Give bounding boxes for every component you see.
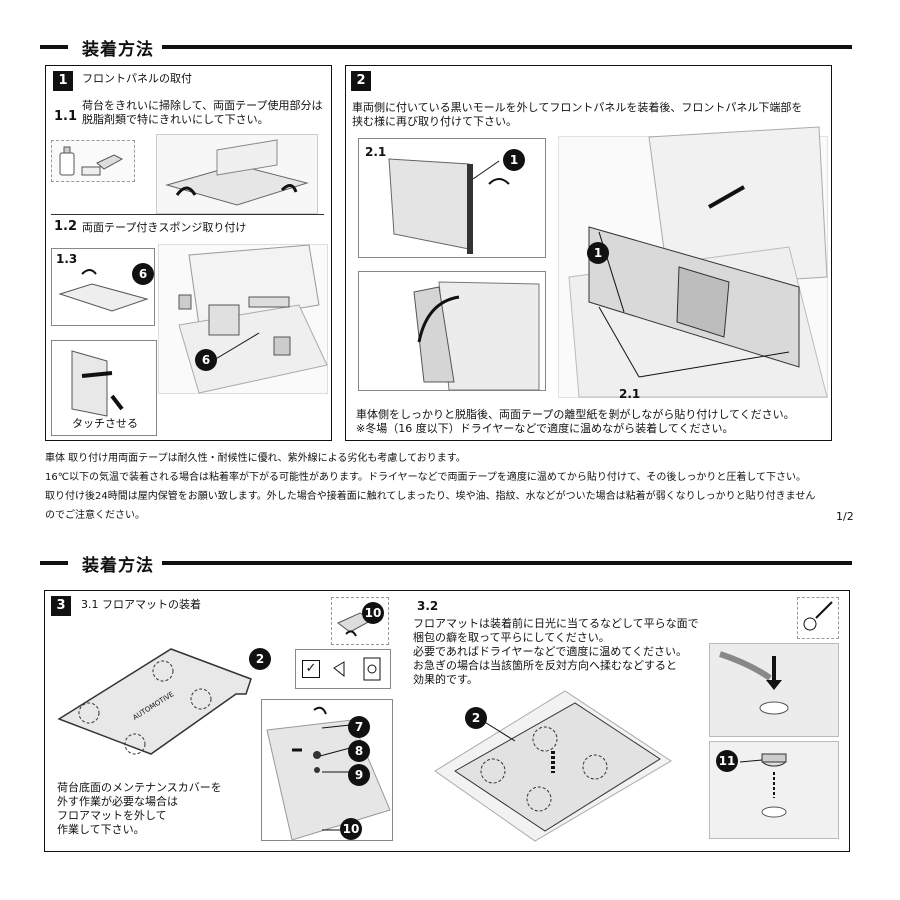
left-note-line: 外す作業が必要な場合は (57, 795, 178, 809)
callout-9: 9 (348, 764, 370, 786)
substep-text: 両面テープ付きスポンジ取り付け (82, 221, 246, 235)
substep-text-line: 脱脂剤類で特にきれいにして下さい。 (82, 113, 269, 127)
screwdriver-icon (798, 598, 838, 638)
step2-panel: 2 車両側に付いている黒いモールを外してフロントパネルを装着後、フロントパネル下… (345, 65, 832, 441)
step1-panel: 1 フロントパネルの取付 1.1 荷台をきれいに掃除して、両面テープ使用部分は … (45, 65, 332, 441)
section-header-1: 装着方法 (40, 37, 852, 57)
callout-1: 1 (503, 149, 525, 171)
cleaning-supplies-illustration (51, 140, 135, 182)
callout-2-1-label: 2.1 (619, 387, 640, 401)
tool-icons (296, 650, 390, 688)
cleaner-bottle-icon (52, 141, 134, 181)
callout-10: 10 (362, 602, 384, 624)
header-rule (162, 561, 852, 565)
callout-2: 2 (249, 648, 271, 670)
touch-label: タッチさせる (72, 417, 138, 431)
sponge-placement-illustration: 6 (158, 244, 328, 394)
callout-1: 1 (587, 242, 609, 264)
step-text-line: 車両側に付いている黒いモールを外してフロントパネルを装着後、フロントパネル下端部… (352, 101, 802, 115)
callout-8: 8 (348, 740, 370, 762)
callout-2: 2 (465, 707, 487, 729)
step-bottom-text-line: 車体側をしっかりと脱脂後、両面テープの離型紙を剝がしながら貼り付けしてください。 (356, 408, 795, 422)
substep-text-line: 効果的です。 (413, 673, 478, 687)
callout-10: 10 (340, 818, 362, 840)
section-header-2: 装着方法 (40, 553, 852, 573)
section-title: 装着方法 (82, 35, 154, 60)
press-drawing (710, 644, 838, 736)
mat-stud-drawing (262, 700, 392, 840)
truck-bed-drawing (157, 135, 317, 213)
press-inset (709, 643, 839, 737)
tools-inset: ✓ (295, 649, 391, 689)
left-note-line: フロアマットを外して (57, 809, 167, 823)
note-line: のでご注意ください。 (45, 509, 145, 523)
step-number: 1 (53, 71, 73, 91)
screwdriver-inset (797, 597, 839, 639)
mat-fastening-inset: 7 8 9 10 (261, 699, 393, 841)
substep-text-line: 梱包の癖を取って平らにしてください。 (413, 631, 610, 645)
cap-inset: 11 (709, 741, 839, 839)
callout-6: 6 (195, 349, 217, 371)
fastener-inset: 10 (331, 597, 389, 645)
header-rule (162, 45, 852, 49)
substep-text-line: 荷台をきれいに掃除して、両面テープ使用部分は (82, 99, 322, 113)
step3-panel: 3 3.1 フロアマットの装着 AUTOMOTIVE 2 荷台底面のメンテナンス… (44, 590, 850, 852)
page-number: 1/2 (836, 510, 854, 524)
callout-7: 7 (348, 716, 370, 738)
callout-11: 11 (716, 750, 738, 772)
left-note-line: 荷台底面のメンテナンスカバーを (57, 781, 222, 795)
front-panel-illustration: 1 2.1 (558, 136, 828, 398)
step-bottom-text-line: ※冬場（16 度以下）ドライヤーなどで適度に温めながら装着してください。 (356, 422, 734, 436)
callout-6: 6 (132, 263, 154, 285)
substep-number: 1.1 (54, 110, 77, 124)
truck-bed-front-panel-drawing (559, 137, 827, 397)
substep-text-line: 必要であればドライヤーなどで適度に温めてください。 (413, 645, 687, 659)
step-text-line: 挟む様に再び取り付けて下さい。 (352, 115, 517, 129)
panel-insert-drawing (359, 272, 545, 390)
note-line: 車体 取り付け用両面テープは耐久性・耐候性に優れ、紫外線による劣化も考慮しており… (45, 452, 466, 466)
step-title: フロントパネルの取付 (82, 72, 192, 86)
substep-text-line: お急ぎの場合は当該箇所を反対方向へ揉むなどすると (413, 659, 677, 673)
substep-text-line: フロアマットは装着前に日光に当てるなどして平らな面で (413, 617, 699, 631)
touch-inset: タッチさせる (51, 340, 157, 436)
step-number: 3 (51, 596, 71, 616)
note-line: 16℃以下の気温で装着される場合は粘着率が下がる可能性があります。ドライヤーなど… (45, 471, 806, 485)
step-number: 2 (351, 71, 371, 91)
inset-panel-insert (358, 271, 546, 391)
left-note-line: 作業して下さい。 (57, 823, 145, 837)
substep-number: 3.2 (417, 599, 438, 613)
header-dash (40, 561, 68, 565)
truck-cab-drawing (159, 245, 327, 393)
bed-cleaning-illustration (156, 134, 318, 214)
header-dash (40, 45, 68, 49)
substep-title: 3.1 フロアマットの装着 (81, 598, 201, 612)
divider (51, 214, 324, 215)
substep-number: 1.2 (54, 220, 77, 234)
sponge-drawing (52, 249, 154, 325)
section-title: 装着方法 (82, 551, 154, 576)
note-line: 取り付け後24時間は屋内保管をお願い致します。外した場合や接着面に触れてしまった… (45, 490, 815, 504)
inset-2-1: 2.1 1 (358, 138, 546, 258)
inset-1-3: 1.3 6 (51, 248, 155, 326)
